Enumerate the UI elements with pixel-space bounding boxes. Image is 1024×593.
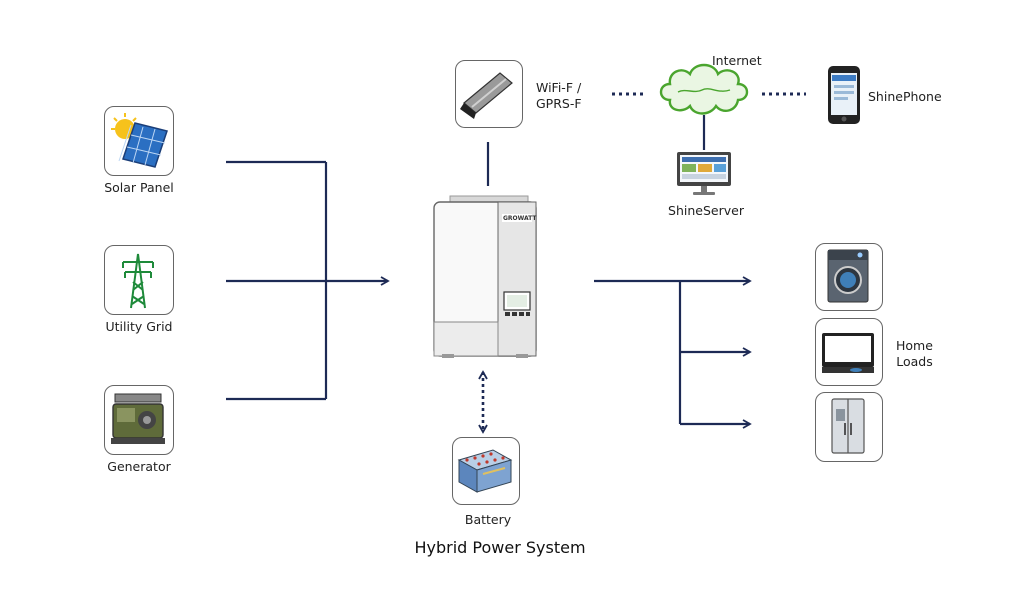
smartphone-icon: [828, 66, 860, 124]
utility-grid-label: Utility Grid: [105, 319, 173, 334]
battery-box: [452, 437, 520, 505]
home-loads-label-line1: Home: [896, 338, 933, 353]
solar-panel-icon: [111, 113, 168, 168]
shineserver-label: ShineServer: [668, 203, 744, 218]
inverter-brand-text: GROWATT: [503, 215, 537, 222]
monitor-icon: [677, 152, 731, 195]
hybrid-inverter-icon: [433, 195, 537, 358]
load-box-washing-machine: [815, 243, 883, 311]
solar-panel-box: [104, 106, 174, 176]
washing-machine-icon: [827, 249, 869, 303]
cloud-icon: [659, 63, 749, 115]
load-box-tv: [815, 318, 883, 386]
wifi-module-label: WiFi-F / GPRS-F: [536, 80, 582, 112]
utility-grid-icon: [122, 253, 154, 309]
shinephone-label: ShinePhone: [868, 89, 942, 104]
battery-label: Battery: [464, 512, 512, 527]
diagram-title: Hybrid Power System: [414, 538, 586, 557]
generator-icon: [111, 393, 165, 444]
wifi-module-box: [455, 60, 523, 128]
load-bus-lines: [594, 276, 752, 429]
solar-panel-label: Solar Panel: [104, 180, 174, 195]
wifi-gprs-module-icon: [460, 72, 513, 119]
utility-grid-box: [104, 245, 174, 315]
battery-icon: [457, 449, 513, 493]
refrigerator-icon: [831, 398, 865, 454]
home-loads-label: Home Loads: [896, 338, 933, 370]
generator-box: [104, 385, 174, 455]
source-bus-lines: [226, 160, 390, 401]
home-loads-label-line2: Loads: [896, 354, 933, 369]
internet-label: Internet: [712, 53, 762, 68]
wifi-module-label-line2: GPRS-F: [536, 96, 582, 111]
generator-label: Generator: [107, 459, 171, 474]
wifi-module-label-line1: WiFi-F /: [536, 80, 582, 95]
load-box-refrigerator: [815, 392, 883, 462]
tv-icon: [822, 333, 874, 373]
